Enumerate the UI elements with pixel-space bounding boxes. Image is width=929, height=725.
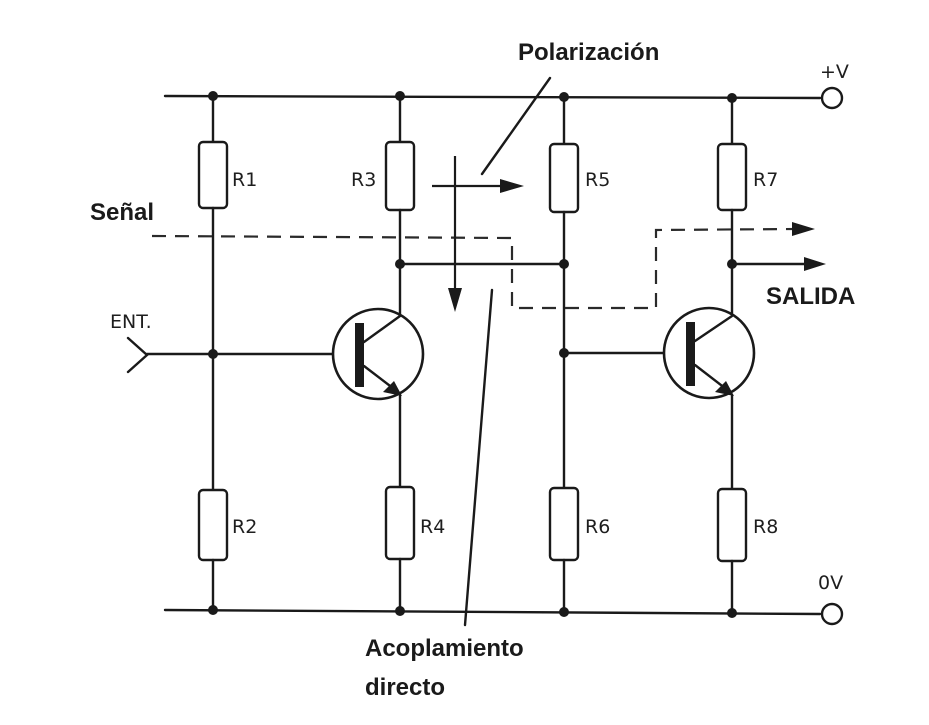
label-r2: R2	[232, 516, 257, 538]
leader-polarizacion	[480, 76, 552, 176]
resistor-r4	[384, 485, 416, 561]
resistor-r1	[197, 140, 229, 210]
label-r4: R4	[420, 516, 445, 538]
ground-rail	[163, 608, 822, 616]
label-r3: R3	[351, 169, 376, 191]
resistor-r8	[716, 487, 748, 563]
transistor-q2	[662, 306, 756, 400]
annotation-acoplamiento-line1: Acoplamiento	[365, 635, 524, 662]
bias-arrow-down-icon	[448, 288, 462, 312]
signal-arrow-icon	[792, 222, 815, 236]
junction-dots	[208, 91, 737, 618]
label-positive-terminal: +V	[820, 61, 849, 83]
label-r5: R5	[585, 169, 610, 191]
resistor-r5	[548, 142, 580, 214]
label-input-terminal: ENT.	[110, 311, 152, 333]
positive-rail	[163, 94, 822, 100]
annotation-polarizacion: Polarización	[518, 39, 659, 66]
annotation-senal: Señal	[90, 199, 154, 226]
output-arrow-icon	[804, 257, 826, 271]
input-chevron	[126, 336, 149, 374]
label-ground-terminal: 0V	[818, 572, 843, 594]
positive-terminal	[820, 86, 844, 110]
resistor-r7	[716, 142, 748, 212]
label-r7: R7	[753, 169, 778, 191]
signal-path	[151, 227, 796, 310]
ground-terminal	[820, 602, 844, 626]
resistor-r6	[548, 486, 580, 562]
annotation-acoplamiento-line2: directo	[365, 674, 445, 701]
resistor-r2	[197, 488, 229, 562]
label-r1: R1	[232, 169, 257, 191]
leader-acoplamiento	[463, 288, 494, 627]
label-r8: R8	[753, 516, 778, 538]
bias-arrow-right-icon	[500, 179, 524, 193]
resistor-r3	[384, 140, 416, 212]
annotation-salida: SALIDA	[766, 283, 855, 310]
label-r6: R6	[585, 516, 610, 538]
transistor-q1	[331, 307, 425, 401]
